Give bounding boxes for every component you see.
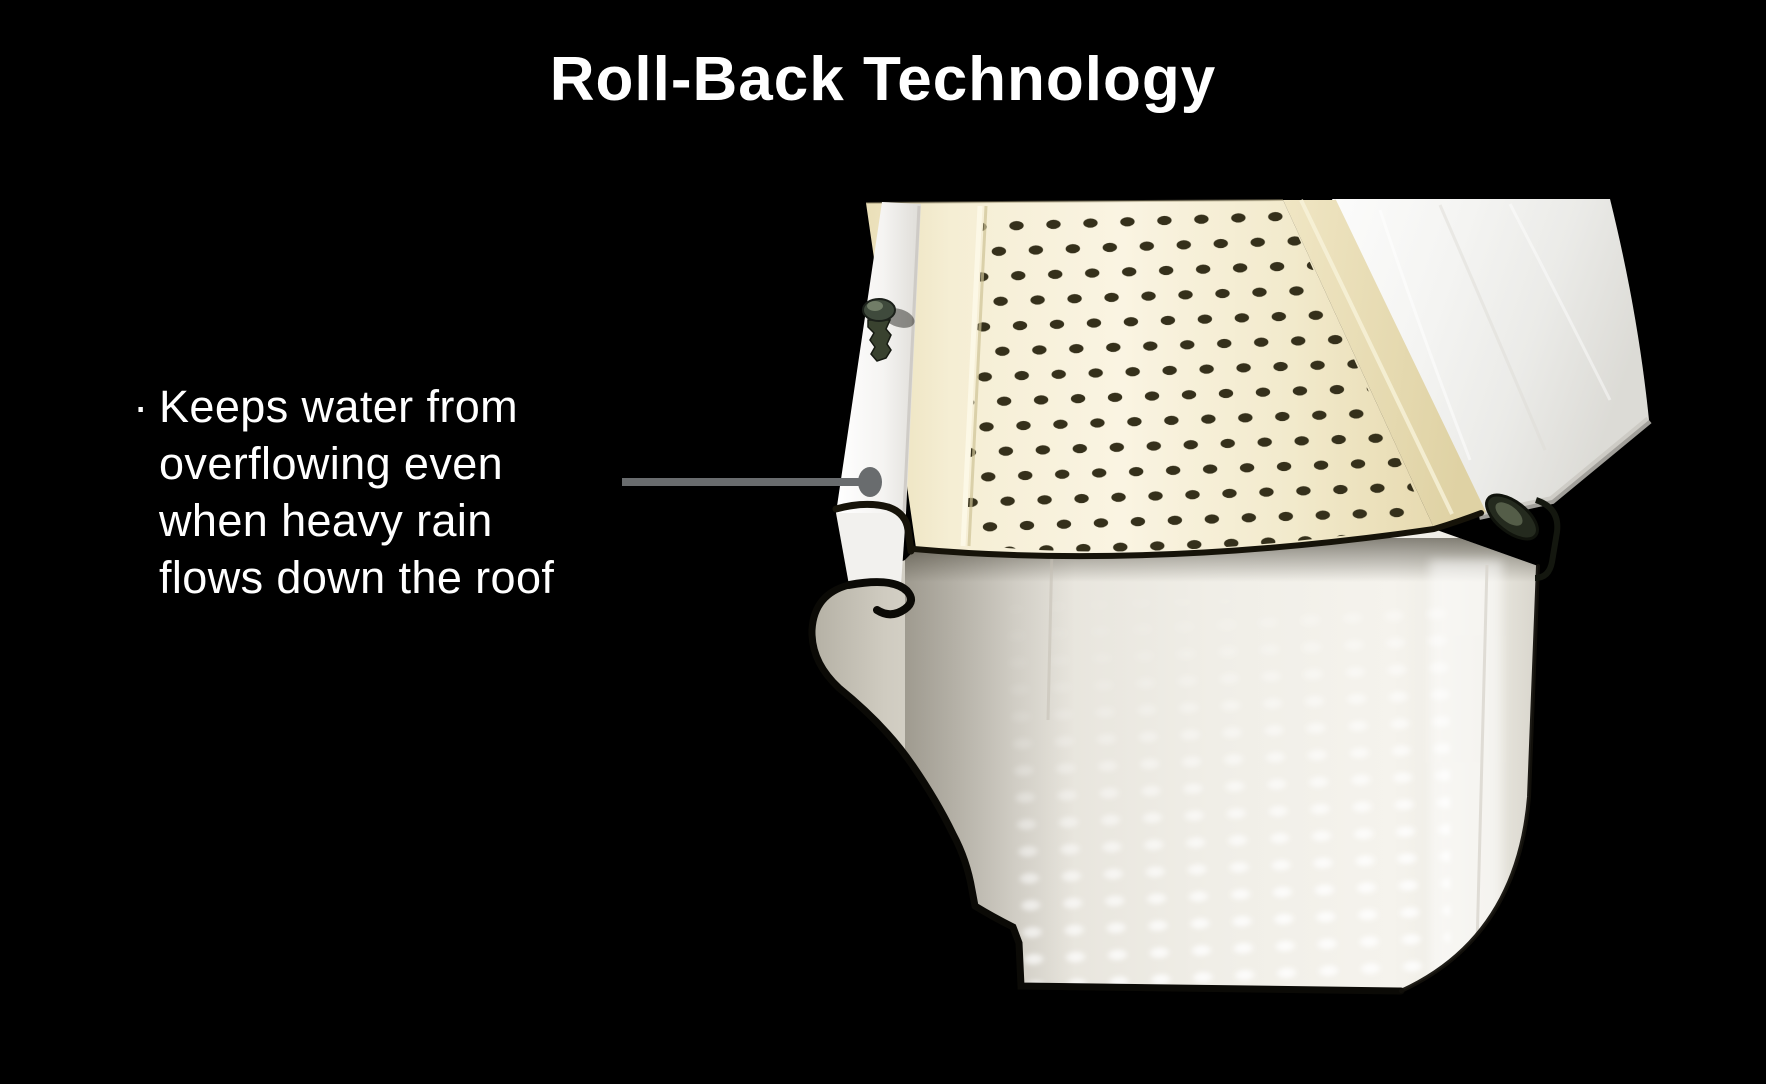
gutter-highlight-band — [1430, 560, 1502, 991]
guard-front-fold — [1283, 199, 1486, 528]
benefit-annotation: · Keeps water from overflowing even when… — [133, 378, 554, 606]
roll-back-lip — [832, 500, 1484, 619]
page-title: Roll-Back Technology — [549, 45, 1217, 114]
benefit-line: Keeps water from — [159, 381, 519, 432]
bullet-dot: · — [133, 380, 149, 432]
benefit-text: Keeps water from overflowing even when h… — [159, 378, 554, 606]
callout-leader-line — [622, 478, 864, 486]
screw-icon — [862, 298, 915, 362]
gutter-crease — [1474, 564, 1489, 986]
callout-leader-dot — [858, 467, 882, 497]
light-dapple-reflections — [1005, 600, 1450, 991]
clip-hardware — [1485, 493, 1561, 581]
benefit-line: when heavy rain — [159, 495, 493, 546]
gutter — [811, 529, 1538, 991]
gutter-outline — [808, 564, 1540, 995]
benefit-line: flows down the roof — [159, 552, 555, 603]
gutter-back-edge — [1046, 547, 1054, 721]
benefit-line: overflowing even — [159, 438, 504, 489]
